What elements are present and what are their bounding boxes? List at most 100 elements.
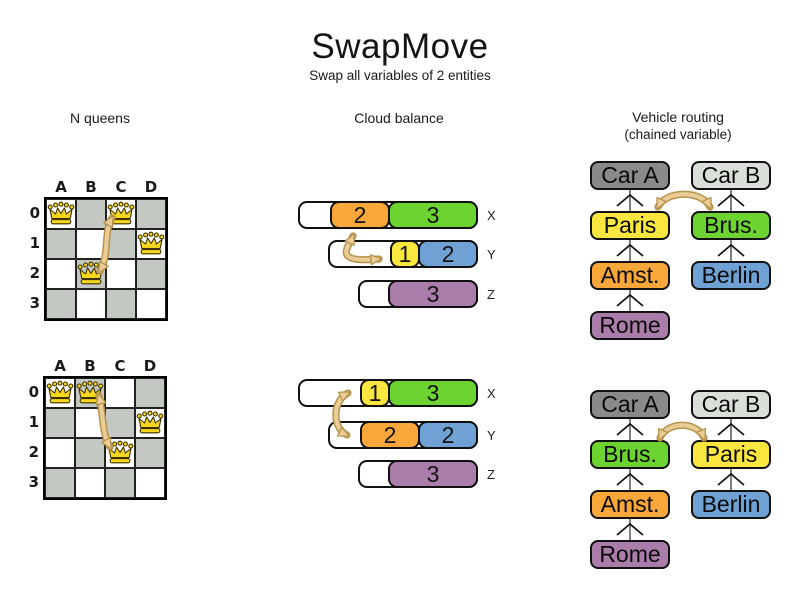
board-cell (46, 229, 76, 259)
vrp-box-brus: Brus. (590, 440, 670, 469)
queen-crown (76, 380, 104, 404)
board-cell (75, 408, 105, 438)
vrp-box-carb: Car B (691, 390, 771, 419)
nqueens-board-after (43, 376, 167, 500)
board-cell (106, 229, 136, 259)
row-header: 0 (28, 383, 39, 401)
board-cell (76, 289, 106, 319)
vrp-box-berlin: Berlin (691, 261, 771, 290)
vrp-box-rome: Rome (590, 540, 670, 569)
column-header: B (85, 178, 97, 196)
board-cell (135, 468, 165, 498)
vrp-box-berlin: Berlin (691, 490, 771, 519)
vrp-box-carb: Car B (691, 161, 771, 190)
swap-arrow-icon (655, 192, 713, 211)
queen-icon (77, 261, 105, 286)
queen-icon (76, 380, 104, 405)
cloud-bar-label: X (487, 386, 496, 401)
board-cell (136, 199, 166, 229)
cloud-segment: 2 (360, 421, 420, 449)
vrp-box-amst: Amst. (590, 490, 670, 519)
chain-arrow-icon (616, 422, 644, 436)
board-cell (105, 408, 135, 438)
swap-arrow-outline (654, 190, 714, 211)
board-cell (76, 229, 106, 259)
column-header: B (84, 357, 96, 375)
chain-arrow-icon (616, 193, 644, 207)
vrp-box-paris: Paris (691, 440, 771, 469)
column-header: A (55, 178, 67, 196)
cloud-bar-label: Y (487, 428, 496, 443)
board-cell (105, 468, 135, 498)
board-cell (75, 468, 105, 498)
vrp-section-sublabel: (chained variable) (624, 127, 732, 142)
queen-icon (107, 201, 135, 226)
vrp-box-rome: Rome (590, 311, 670, 340)
queen-icon (137, 231, 165, 256)
vrp-box-amst: Amst. (590, 261, 670, 290)
row-header: 2 (28, 443, 39, 461)
queen-icon (136, 410, 164, 435)
row-header: 1 (29, 234, 40, 252)
row-header: 3 (29, 294, 40, 312)
vrp-box-paris: Paris (590, 211, 670, 240)
board-cell (136, 289, 166, 319)
chain-arrow-icon (616, 472, 644, 486)
chain-arrow-icon (717, 193, 745, 207)
cloud-bar-label: Z (487, 467, 495, 482)
chain-arrow-icon (616, 293, 644, 307)
queen-icon (46, 380, 74, 405)
vrp-section-label: Vehicle routing (632, 109, 724, 125)
chain-arrow-icon (717, 472, 745, 486)
cloud-segment: 3 (388, 201, 478, 229)
column-header: C (114, 357, 126, 375)
board-cell (106, 259, 136, 289)
cloud-bar-label: X (487, 208, 496, 223)
cloud-segment: 3 (388, 460, 478, 488)
queen-crown (107, 201, 135, 225)
cloud-segment: 1 (360, 379, 390, 407)
column-header: C (115, 178, 127, 196)
board-cell (135, 378, 165, 408)
board-cell (136, 259, 166, 289)
queen-crown (77, 261, 105, 285)
board-cell (75, 438, 105, 468)
column-header: A (54, 357, 66, 375)
board-cell (135, 438, 165, 468)
swap-arrow-outline (656, 421, 708, 442)
queen-icon (106, 440, 134, 465)
board-cell (105, 378, 135, 408)
vrp-box-cara: Car A (590, 161, 670, 190)
cloud-segment: 2 (418, 421, 478, 449)
queen-crown (136, 410, 164, 434)
cloud-segment: 2 (418, 240, 478, 268)
row-header: 1 (28, 413, 39, 431)
page-title: SwapMove (311, 27, 489, 66)
swap-arrow-icon (657, 423, 707, 442)
queen-crown (46, 380, 74, 404)
cloud-bar-label: Y (487, 247, 496, 262)
cloud-section-label: Cloud balance (354, 110, 444, 126)
cloud-segment: 2 (330, 201, 390, 229)
page-subtitle: Swap all variables of 2 entities (309, 68, 491, 83)
board-cell (46, 289, 76, 319)
queen-crown (47, 201, 75, 225)
board-cell (45, 438, 75, 468)
row-header: 2 (29, 264, 40, 282)
chain-arrow-icon (616, 243, 644, 257)
queen-crown (106, 440, 134, 464)
cloud-segment: 1 (390, 240, 420, 268)
vrp-box-brus: Brus. (691, 211, 771, 240)
nqueens-board-before (44, 197, 168, 321)
nqueens-section-label: N queens (70, 110, 130, 126)
cloud-bar-label: Z (487, 287, 495, 302)
board-cell (106, 289, 136, 319)
row-header: 0 (29, 204, 40, 222)
board-cell (45, 408, 75, 438)
queen-icon (47, 201, 75, 226)
chain-arrow-icon (616, 522, 644, 536)
vrp-box-cara: Car A (590, 390, 670, 419)
column-header: D (143, 357, 157, 375)
chain-arrow-icon (717, 243, 745, 257)
